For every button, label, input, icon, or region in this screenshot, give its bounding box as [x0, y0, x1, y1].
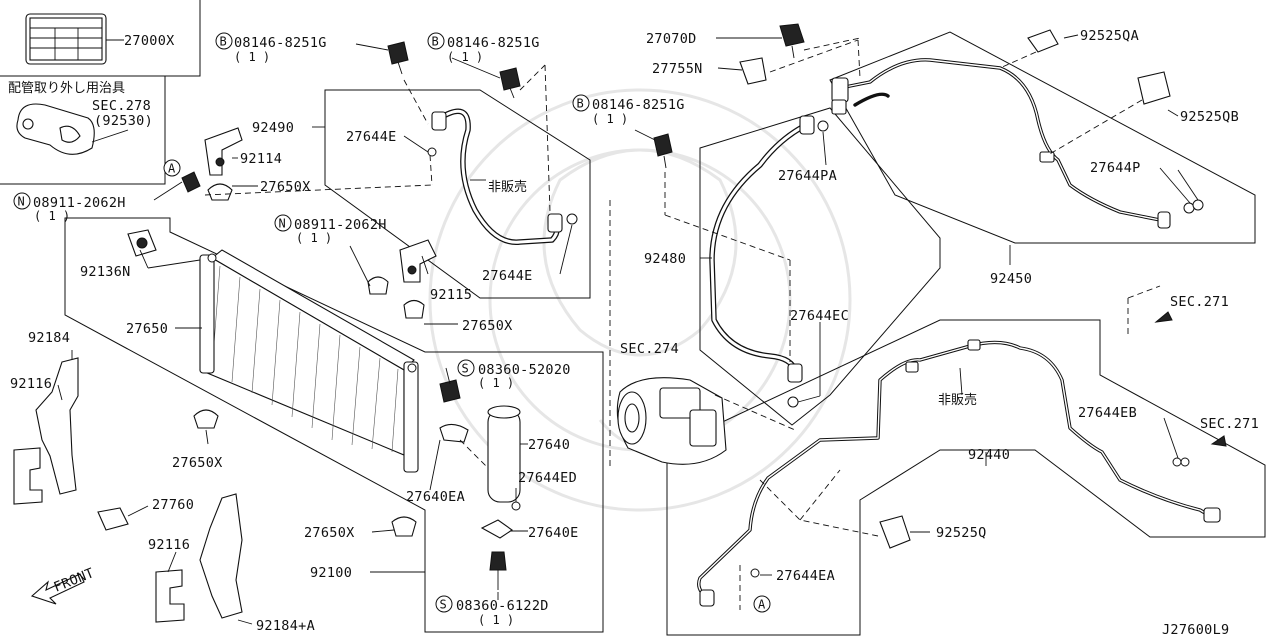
- label-08911-2: 08911-2062H: [294, 217, 387, 233]
- circle-a-2: [753, 595, 771, 613]
- compressor-sec274: [609, 200, 796, 470]
- label-92116-a: 92116: [10, 376, 52, 392]
- qty-08911-1: ( 1 ): [34, 209, 70, 223]
- label-sec278-sub: (92530): [94, 113, 153, 129]
- label-27640E: 27640E: [528, 525, 579, 541]
- label-92480: 92480: [644, 251, 686, 267]
- label-non-sale-1: 非販売: [488, 179, 527, 195]
- qty-08911-2: ( 1 ): [296, 231, 332, 245]
- label-08146-2: 08146-8251G: [447, 35, 540, 51]
- prefix-b-3: B: [577, 97, 584, 111]
- label-92136N: 92136N: [80, 264, 131, 280]
- circle-s-1: [457, 359, 475, 377]
- label-92114: 92114: [240, 151, 282, 167]
- condenser-27650: [175, 249, 419, 473]
- label-27760: 27760: [152, 497, 194, 513]
- label-92116-b: 92116: [148, 537, 190, 553]
- label-92450: 92450: [990, 271, 1032, 287]
- circle-n-1: [13, 192, 31, 210]
- prefix-b-1: B: [220, 35, 227, 49]
- label-08146-1: 08146-8251G: [234, 35, 327, 51]
- leader-lines: [57, 34, 1199, 625]
- legend-title: 配管取り外し用治具: [8, 81, 125, 96]
- label-08146-3: 08146-8251G: [592, 97, 685, 113]
- circle-n-2: [274, 214, 292, 232]
- prefix-s-1: S: [462, 362, 469, 376]
- label-27644EA: 27644EA: [776, 568, 835, 584]
- label-sec274: SEC.274: [620, 341, 679, 357]
- pipe-92450: [739, 23, 1204, 338]
- label-27070D: 27070D: [646, 31, 697, 47]
- air-guides: [13, 357, 243, 623]
- label-92525Q: 92525Q: [936, 525, 987, 541]
- circle-a-2-text: A: [758, 598, 766, 612]
- label-27650: 27650: [126, 321, 168, 337]
- front-arrow: [30, 573, 85, 605]
- legend-area: [16, 13, 129, 155]
- label-92525QA: 92525QA: [1080, 28, 1139, 44]
- label-08360-6122D: 08360-6122D: [456, 598, 549, 614]
- prefix-n-2: N: [279, 217, 286, 231]
- qty-08146-2: ( 1 ): [447, 50, 483, 64]
- diagram-code: J27600L9: [1162, 622, 1229, 638]
- label-92440: 92440: [968, 447, 1010, 463]
- label-08360-52020: 08360-52020: [478, 362, 571, 378]
- label-92490: 92490: [252, 120, 294, 136]
- label-sec278: SEC.278: [92, 98, 151, 114]
- label-sec271-b: SEC.271: [1200, 416, 1259, 432]
- label-front: FRONT: [52, 565, 97, 596]
- label-27644EC: 27644EC: [790, 308, 849, 324]
- receiver-drier-27640: [439, 379, 521, 590]
- qty-08360-6122D: ( 1 ): [478, 613, 514, 627]
- pipe-92440: [697, 339, 1227, 610]
- label-27640: 27640: [528, 437, 570, 453]
- label-27644E-mid: 27644E: [482, 268, 533, 284]
- label-27755N: 27755N: [652, 61, 703, 77]
- label-27644E-top: 27644E: [346, 129, 397, 145]
- qty-08146-3: ( 1 ): [592, 112, 628, 126]
- label-sec271-a: SEC.271: [1170, 294, 1229, 310]
- label-27650X-a: 27650X: [260, 179, 311, 195]
- label-non-sale-2: 非販売: [938, 392, 977, 408]
- label-92100: 92100: [310, 565, 352, 581]
- qty-08360-52020: ( 1 ): [478, 376, 514, 390]
- label-27640EA: 27640EA: [406, 489, 465, 505]
- label-92184A: 92184+A: [256, 618, 315, 634]
- hose-92480: [653, 115, 829, 408]
- label-92184: 92184: [28, 330, 70, 346]
- label-08911-1: 08911-2062H: [33, 195, 126, 211]
- circle-b-3: [572, 94, 590, 112]
- label-27650X-c: 27650X: [172, 455, 223, 471]
- circle-a-1-text: A: [168, 162, 176, 176]
- circle-a-1: [163, 159, 181, 177]
- label-27000X: 27000X: [124, 33, 175, 49]
- prefix-b-2: B: [432, 35, 439, 49]
- label-92525QB: 92525QB: [1180, 109, 1239, 125]
- label-27644EB: 27644EB: [1078, 405, 1137, 421]
- label-27650X-d: 27650X: [304, 525, 355, 541]
- circle-b-1: [215, 32, 233, 50]
- hose-92490: [204, 41, 578, 245]
- circle-b-2: [427, 32, 445, 50]
- part-labels: 27000X 配管取り外し用治具 SEC.278 (92530) B 08146…: [8, 28, 1259, 638]
- label-27644PA: 27644PA: [778, 168, 837, 184]
- label-92115: 92115: [430, 287, 472, 303]
- label-27650X-b: 27650X: [462, 318, 513, 334]
- prefix-s-2: S: [440, 598, 447, 612]
- circle-s-2: [435, 595, 453, 613]
- prefix-n-1: N: [18, 195, 25, 209]
- mount-parts: [127, 127, 437, 537]
- label-27644P: 27644P: [1090, 160, 1141, 176]
- qty-08146-1: ( 1 ): [234, 50, 270, 64]
- label-27644ED: 27644ED: [518, 470, 577, 486]
